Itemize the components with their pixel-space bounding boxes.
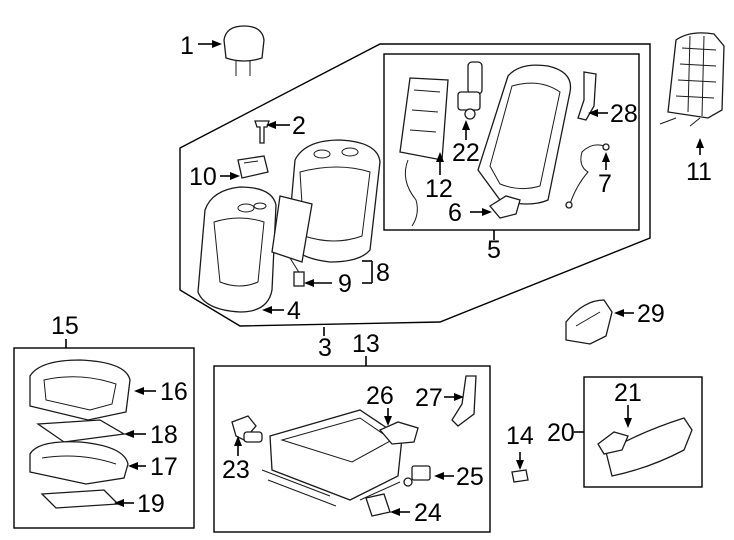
position-sensor-part <box>403 465 431 487</box>
recliner-motor-part <box>457 61 483 120</box>
callout-5: 5 <box>487 236 501 264</box>
callout-29: 29 <box>637 300 665 328</box>
track-trim-part <box>451 375 477 427</box>
side-cover-part <box>605 417 693 477</box>
back-trim-piece-part <box>237 155 269 179</box>
seat-back-cover-part <box>197 186 277 313</box>
callout-24: 24 <box>414 499 442 527</box>
callout-25: 25 <box>456 463 484 491</box>
callout-21: 21 <box>614 379 642 407</box>
leader-lines <box>65 40 704 516</box>
callout-10: 10 <box>189 163 217 191</box>
callout-28: 28 <box>610 100 638 128</box>
callout-9: 9 <box>338 270 352 298</box>
seat-switch-part <box>365 493 391 517</box>
seat-back-frame-part <box>477 64 572 205</box>
callout-11: 11 <box>686 158 712 186</box>
track-group-box <box>213 365 491 533</box>
callout-19: 19 <box>137 490 165 518</box>
cushion-mat-part <box>40 489 120 509</box>
seat-back-group-outline <box>179 43 651 327</box>
callout-26: 26 <box>366 382 394 410</box>
height-adjuster-part <box>378 421 419 445</box>
seat-back-pad-part <box>287 139 381 263</box>
callout-22: 22 <box>452 139 480 167</box>
callout-17: 17 <box>150 453 178 481</box>
cushion-pad-part <box>29 441 129 485</box>
callout-labels: 1 2 3 4 5 6 7 8 9 10 11 12 13 14 15 16 1… <box>51 32 712 527</box>
slide-motor-part <box>231 415 263 443</box>
callout-13: 13 <box>352 330 380 358</box>
frame-group-box <box>383 53 640 231</box>
seat-knob-part <box>597 431 629 455</box>
callout-2: 2 <box>292 112 306 140</box>
cushion-heater-part <box>36 419 126 443</box>
seat-track-part <box>261 409 403 507</box>
callout-7: 7 <box>598 170 612 198</box>
callout-1: 1 <box>180 32 194 60</box>
side-shield-part <box>565 299 613 345</box>
rear-back-cover-part <box>659 32 725 127</box>
callout-6: 6 <box>448 199 462 227</box>
wire-harness-part <box>565 143 610 209</box>
headrest-guide-part <box>254 120 270 144</box>
callout-16: 16 <box>160 378 188 406</box>
back-board-part <box>271 195 313 287</box>
callout-23: 23 <box>222 456 250 484</box>
callout-20: 20 <box>547 419 575 447</box>
callout-3: 3 <box>318 334 332 362</box>
retaining-clip-part <box>511 469 529 483</box>
callout-27: 27 <box>415 384 443 412</box>
side-bracket-part <box>577 71 597 121</box>
callout-4: 4 <box>287 297 301 325</box>
callout-14: 14 <box>506 422 534 450</box>
callout-15: 15 <box>51 312 79 340</box>
callout-12: 12 <box>425 175 453 203</box>
recliner-bracket-part <box>489 195 521 219</box>
callout-8: 8 <box>376 259 390 287</box>
lumbar-support-part <box>399 77 449 227</box>
cushion-cover-part <box>29 359 131 421</box>
cushion-group-box <box>13 347 195 529</box>
headrest-part <box>223 25 265 76</box>
callout-17-lower: 18 <box>150 421 178 449</box>
